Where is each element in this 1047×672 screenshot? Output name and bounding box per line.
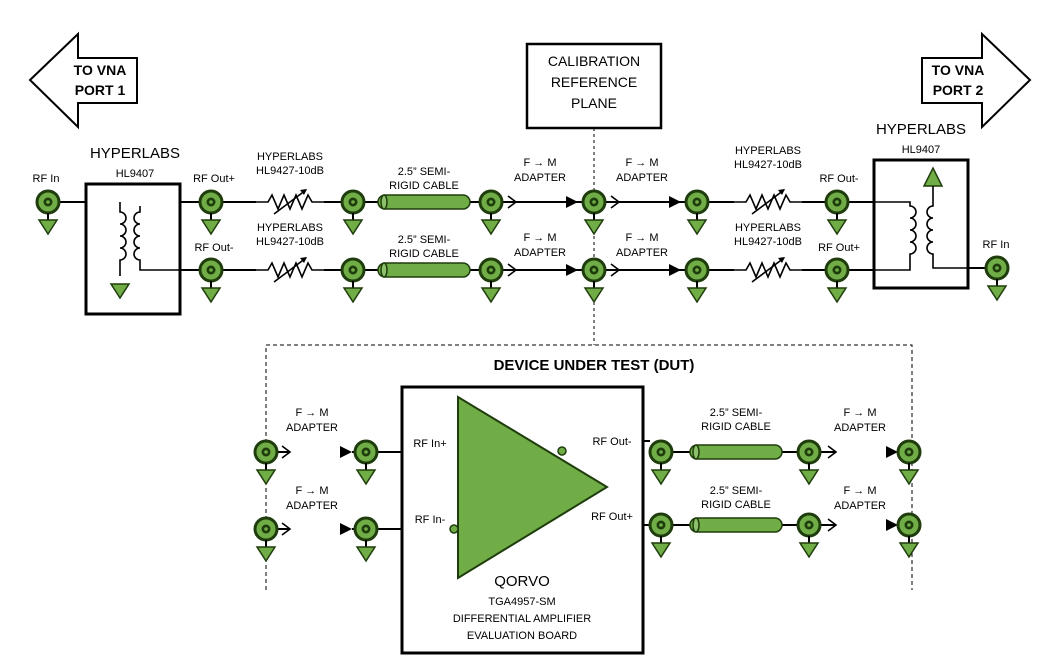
dut-rf-in-plus-label: RF In+ bbox=[413, 438, 446, 450]
rf-in-right-label: RF In bbox=[983, 239, 1010, 251]
dut-evaluation-board: RF In+ RF In- RF Out- RF Out+ QORVO TGA4… bbox=[400, 385, 645, 655]
rf-out-plus-left-label: RF Out+ bbox=[193, 173, 235, 185]
balun-right: HYPERLABS HL9407 bbox=[872, 121, 970, 290]
adapter-1-line1: F → M bbox=[524, 157, 557, 169]
balun-left: HYPERLABS HL9407 bbox=[84, 145, 182, 316]
cable-2-line1: 2.5” SEMI- bbox=[398, 234, 451, 246]
adapter-1-line2: ADAPTER bbox=[514, 172, 566, 184]
to-vna-port2-line1: TO VNA bbox=[932, 62, 985, 78]
attenuator-3-line1: HYPERLABS bbox=[735, 145, 801, 157]
dut-adapter-2-line2: ADAPTER bbox=[286, 500, 338, 512]
amplifier-symbol bbox=[457, 395, 609, 580]
rf-out-minus-right-label: RF Out- bbox=[819, 173, 858, 185]
dut-adapter-4-line2: ADAPTER bbox=[834, 500, 886, 512]
adapter-2-line2: ADAPTER bbox=[514, 247, 566, 259]
dut-cable-2-line1: 2.5” SEMI- bbox=[710, 485, 763, 497]
dut-rf-out-plus-label: RF Out+ bbox=[591, 511, 633, 523]
attenuator-3-line2: HL9427-10dB bbox=[734, 159, 802, 171]
attenuator-2-line2: HL9427-10dB bbox=[256, 236, 324, 248]
calibration-line1: CALIBRATION bbox=[548, 53, 640, 69]
rf-in-left-label: RF In bbox=[33, 173, 60, 185]
board-desc-line2: EVALUATION BOARD bbox=[467, 630, 577, 642]
balun-right-title: HYPERLABS bbox=[876, 121, 966, 138]
balun-right-model: HL9407 bbox=[902, 144, 941, 156]
attenuator-2-line1: HYPERLABS bbox=[257, 222, 323, 234]
dut-cable-2-line2: RIGID CABLE bbox=[701, 499, 771, 511]
dut-adapter-1-line2: ADAPTER bbox=[286, 422, 338, 434]
dut-adapter-2-line1: F → M bbox=[296, 485, 329, 497]
dut-cable-1-line1: 2.5” SEMI- bbox=[710, 407, 763, 419]
dut-adapter-3-line1: F → M bbox=[844, 407, 877, 419]
rf-out-plus-right-label: RF Out+ bbox=[818, 242, 860, 254]
rf-out-minus-left-label: RF Out- bbox=[194, 242, 233, 254]
calibration-line3: PLANE bbox=[571, 95, 617, 111]
to-vna-port1-line1: TO VNA bbox=[74, 62, 127, 78]
dut-adapter-4-line1: F → M bbox=[844, 485, 877, 497]
to-vna-port2-arrow: TO VNA PORT 2 bbox=[921, 31, 1032, 130]
adapter-4-line1: F → M bbox=[626, 232, 659, 244]
adapter-3-line1: F → M bbox=[626, 157, 659, 169]
balun-left-model: HL9407 bbox=[116, 168, 155, 180]
attenuator-4-line1: HYPERLABS bbox=[735, 222, 801, 234]
board-desc-line1: DIFFERENTIAL AMPLIFIER bbox=[453, 613, 591, 625]
attenuator-1-line2: HL9427-10dB bbox=[256, 165, 324, 177]
balun-left-title: HYPERLABS bbox=[90, 145, 180, 162]
cable-1-line2: RIGID CABLE bbox=[389, 180, 459, 192]
dut-rf-in-minus-label: RF In- bbox=[415, 514, 446, 526]
dut-cable-1-line2: RIGID CABLE bbox=[701, 421, 771, 433]
cable-2-line2: RIGID CABLE bbox=[389, 248, 459, 260]
attenuator-1-line1: HYPERLABS bbox=[257, 151, 323, 163]
board-vendor: QORVO bbox=[494, 573, 550, 590]
to-vna-port2-line2: PORT 2 bbox=[933, 82, 984, 98]
dut-adapter-3-line2: ADAPTER bbox=[834, 422, 886, 434]
adapter-2-line1: F → M bbox=[524, 232, 557, 244]
dut-adapter-1-line1: F → M bbox=[296, 407, 329, 419]
dut-rf-out-minus-label: RF Out- bbox=[592, 436, 631, 448]
calibration-line2: REFERENCE bbox=[551, 74, 637, 90]
dut-title: DEVICE UNDER TEST (DUT) bbox=[494, 357, 695, 374]
to-vna-port1-arrow: TO VNA PORT 1 bbox=[28, 31, 138, 130]
calibration-reference-plane: CALIBRATION REFERENCE PLANE bbox=[525, 42, 663, 130]
adapter-3-line2: ADAPTER bbox=[616, 172, 668, 184]
adapter-4-line2: ADAPTER bbox=[616, 247, 668, 259]
board-part-number: TGA4957-SM bbox=[488, 596, 555, 608]
cable-1-line1: 2.5” SEMI- bbox=[398, 166, 451, 178]
attenuator-4-line2: HL9427-10dB bbox=[734, 236, 802, 248]
to-vna-port1-line2: PORT 1 bbox=[75, 82, 126, 98]
